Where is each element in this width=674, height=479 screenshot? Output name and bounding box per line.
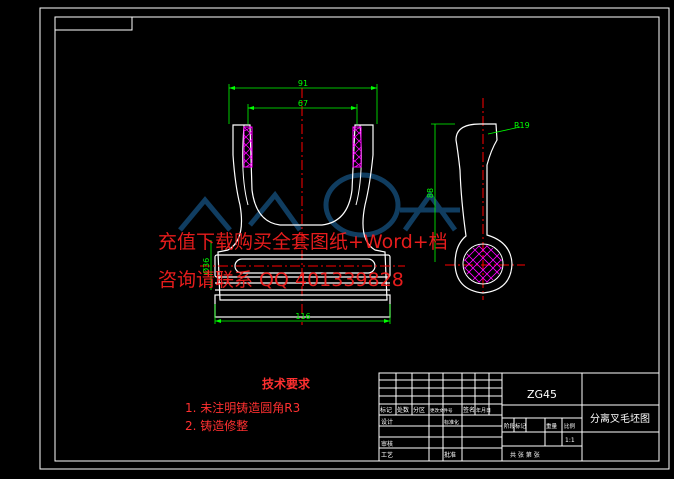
watermark-text: 充值下载购买全套图纸+Word+档 咨询请联系 QQ 401339828 [158,231,448,291]
dimension-lines [210,84,391,324]
watermark-line-2: 咨询请联系 QQ 401339828 [158,269,404,291]
watermark-logo-glyphs-right [400,190,460,232]
requirements-heading: 技术要求 [262,376,311,391]
technical-requirements: 技术要求 1. 未注明铸造圆角R3 2. 铸造修整 [185,376,311,433]
outer-border [39,7,670,470]
row-label-date: 年月日 [476,407,491,414]
label-design: 设计 [381,418,393,426]
dim-radius: R19 [514,121,530,130]
dim-inner-width: 67 [298,99,308,108]
label-review: 审核 [381,440,393,448]
side-dimensions [431,123,521,262]
dim-overall-width: 91 [298,79,308,88]
row-label-mark: 标记 [380,406,392,414]
right-hatch [352,126,362,168]
hub-section [462,243,504,285]
watermark-logo-glyphs-left [178,190,303,232]
row-label-change-doc: 更改文件号 [430,407,453,414]
inner-border [54,16,660,462]
row-label-signature: 签名 [463,406,475,414]
row-label-count: 处数 [397,406,409,414]
left-hatch [243,126,253,168]
part-name: 分离叉毛坯图 [590,412,650,425]
label-approve: 批准 [444,451,456,459]
corner-label-box [54,16,133,31]
side-outline [454,123,513,294]
fork-outline [217,124,388,301]
stage-label-weight: 重量 [546,422,558,430]
dim-side-height: 88 [426,188,435,198]
requirement-item-1: 1. 未注明铸造圆角R3 [185,400,300,415]
stage-label-scale: 比例 [564,422,576,430]
material-label: ZG45 [527,388,557,401]
watermark-line-1: 充值下载购买全套图纸+Word+档 [158,231,448,253]
stage-label-mark: 阶段标记 [504,422,527,430]
scale-value: 1:1 [565,437,575,444]
requirement-item-2: 2. 铸造修整 [185,418,248,433]
side-view: 88 R19 [426,98,530,300]
dim-slot-diameter: Ø36 [201,258,211,274]
dimension-arrows [215,86,390,323]
watermark-logo-ring [323,172,401,238]
label-process: 工艺 [381,451,393,459]
label-standardize: 标准化 [444,419,459,426]
left-inner-curve [242,124,249,206]
watermark-logo [178,172,460,238]
sheet-frame [39,7,670,470]
front-view: 91 67 116 Ø36 [200,79,405,325]
sheet-count: 共 张 第 张 [510,451,540,459]
dim-base-length: 116 [295,312,310,321]
row-label-zone: 分区 [413,406,425,414]
title-block: ZG45 分离叉毛坯图 标记 处数 分区 更改文件号 签名 年月日 设计 标准化… [378,372,660,462]
